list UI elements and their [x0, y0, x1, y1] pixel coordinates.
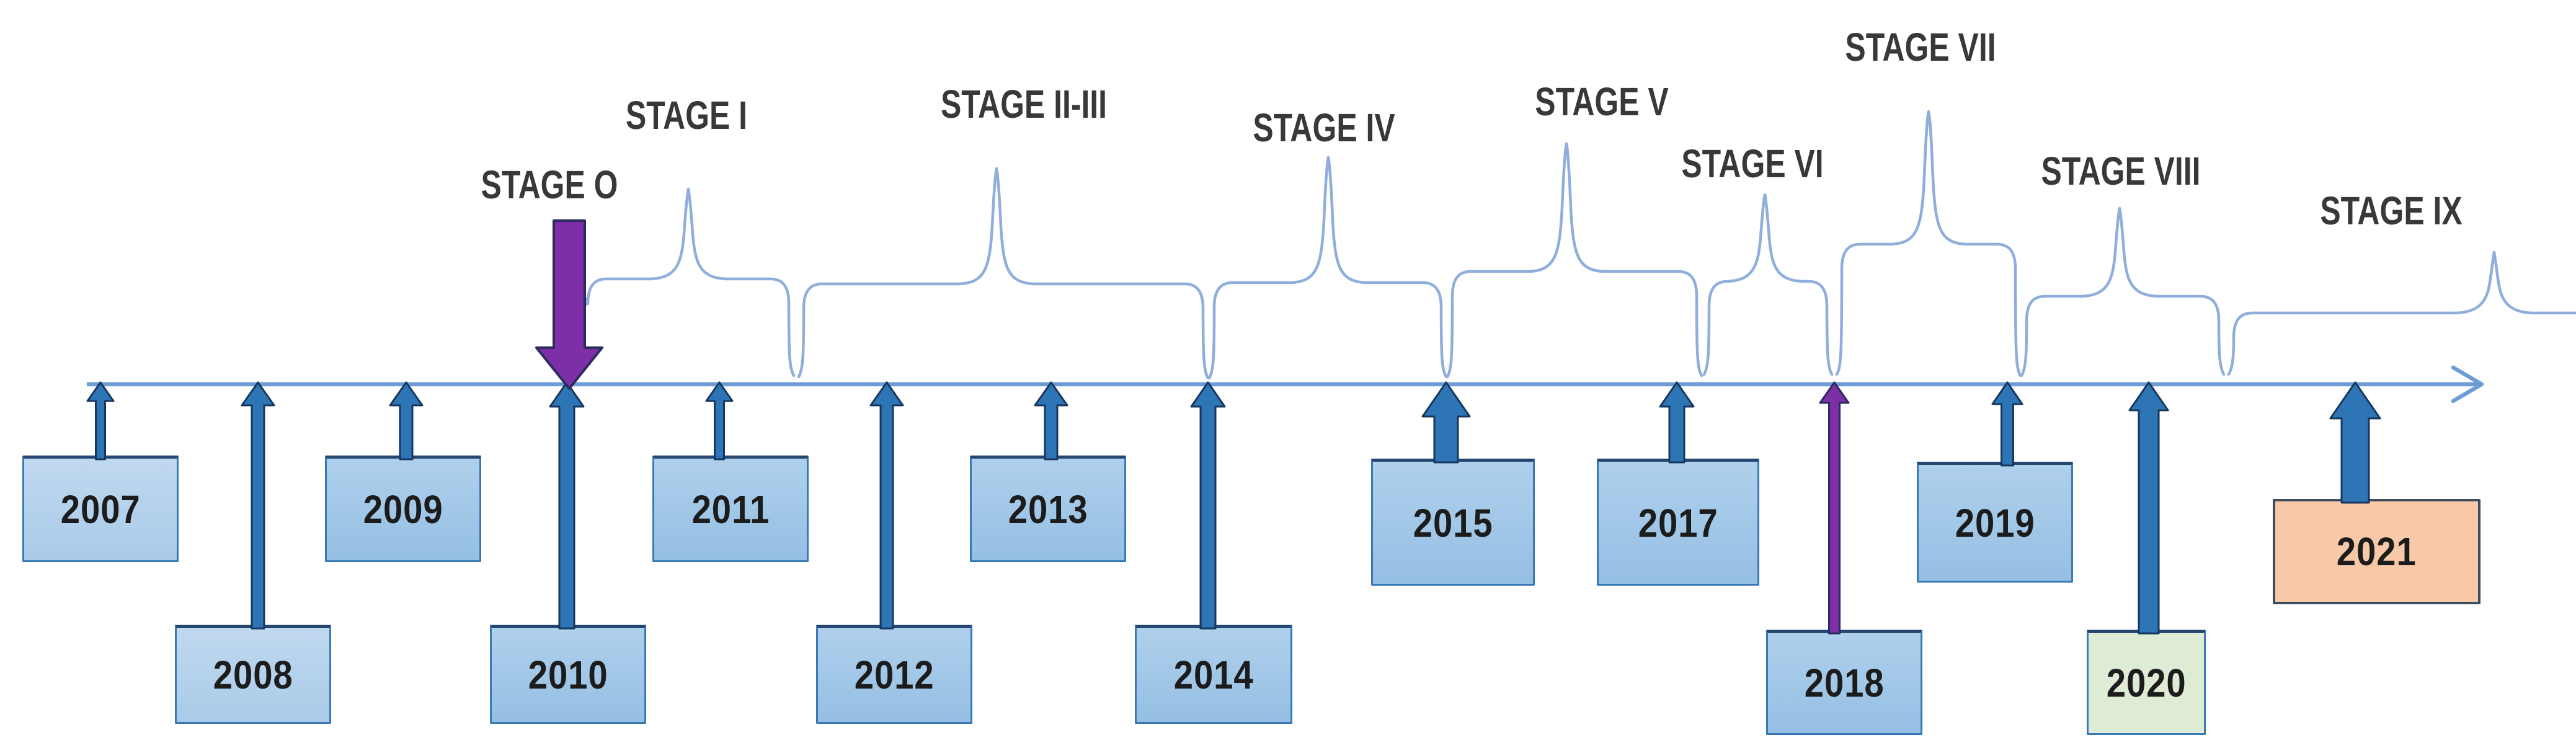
milestone-arrow-2018-icon	[1819, 381, 1850, 635]
year-label-2021: 2021	[2337, 529, 2417, 574]
year-label-2019: 2019	[1955, 500, 2035, 545]
stage-label-vi: STAGE VI	[1681, 141, 1824, 186]
milestone-arrow-2019-icon	[1991, 381, 2023, 467]
brace-stage-iv	[1207, 156, 1448, 380]
year-box-2018: 2018	[1766, 630, 1922, 735]
year-box-2015: 2015	[1371, 459, 1535, 586]
year-box-2011: 2011	[652, 456, 809, 562]
timeline-axis-arrowhead-icon	[2451, 365, 2484, 403]
year-label-2007: 2007	[60, 487, 141, 532]
brace-stage-vi	[1702, 193, 1834, 376]
brace-stage-vii	[1835, 110, 2022, 377]
year-box-2014: 2014	[1135, 625, 1292, 724]
year-box-2010: 2010	[490, 625, 646, 724]
stage-label-o: STAGE O	[481, 162, 618, 207]
stage-label-i: STAGE I	[626, 93, 747, 138]
year-label-2018: 2018	[1804, 661, 1885, 705]
year-label-2015: 2015	[1413, 500, 1493, 545]
stage-o-down-arrow-icon	[535, 219, 603, 390]
year-box-2020: 2020	[2087, 630, 2206, 735]
milestone-arrow-2010-icon	[549, 381, 585, 630]
stage-label-vii: STAGE VII	[1845, 25, 1996, 69]
milestone-arrow-2013-icon	[1034, 381, 1068, 460]
year-label-2010: 2010	[528, 653, 608, 697]
milestone-arrow-2008-icon	[241, 381, 275, 630]
brace-stage-i	[581, 187, 796, 377]
milestone-arrow-2017-icon	[1659, 381, 1695, 464]
year-label-2012: 2012	[854, 653, 935, 697]
milestone-arrow-2015-icon	[1421, 381, 1471, 464]
milestone-arrow-2011-icon	[705, 381, 734, 460]
stage-label-ix: STAGE IX	[2320, 188, 2463, 233]
brace-stage-ii-iii	[797, 167, 1210, 380]
year-box-2007: 2007	[22, 456, 179, 562]
year-label-2009: 2009	[363, 487, 443, 532]
year-label-2020: 2020	[2106, 661, 2187, 705]
stage-label-v: STAGE V	[1535, 79, 1669, 124]
year-box-2012: 2012	[816, 625, 972, 724]
year-label-2014: 2014	[1173, 653, 1254, 697]
brace-stage-viii	[2020, 206, 2226, 377]
milestone-arrow-2014-icon	[1190, 381, 1226, 630]
milestone-arrow-2007-icon	[86, 381, 115, 460]
stage-label-ii-iii: STAGE II-III	[940, 82, 1108, 126]
year-label-2017: 2017	[1638, 500, 1718, 545]
stage-label-iv: STAGE IV	[1253, 105, 1395, 150]
brace-stage-v	[1446, 142, 1703, 379]
year-box-2021: 2021	[2273, 499, 2481, 604]
year-box-2019: 2019	[1917, 462, 2073, 583]
year-box-2008: 2008	[175, 625, 331, 724]
milestone-arrow-2012-icon	[869, 381, 904, 630]
year-label-2008: 2008	[213, 653, 293, 697]
milestone-arrow-2009-icon	[389, 381, 424, 460]
year-label-2011: 2011	[691, 487, 770, 532]
year-box-2017: 2017	[1597, 459, 1759, 586]
milestone-arrow-2021-icon	[2329, 381, 2381, 504]
year-box-2009: 2009	[325, 456, 481, 562]
stage-label-viii: STAGE VIII	[2041, 149, 2201, 193]
year-label-2013: 2013	[1008, 487, 1088, 532]
milestone-arrow-2020-icon	[2128, 381, 2169, 635]
year-box-2013: 2013	[970, 456, 1126, 562]
brace-stage-ix	[2227, 250, 2576, 376]
